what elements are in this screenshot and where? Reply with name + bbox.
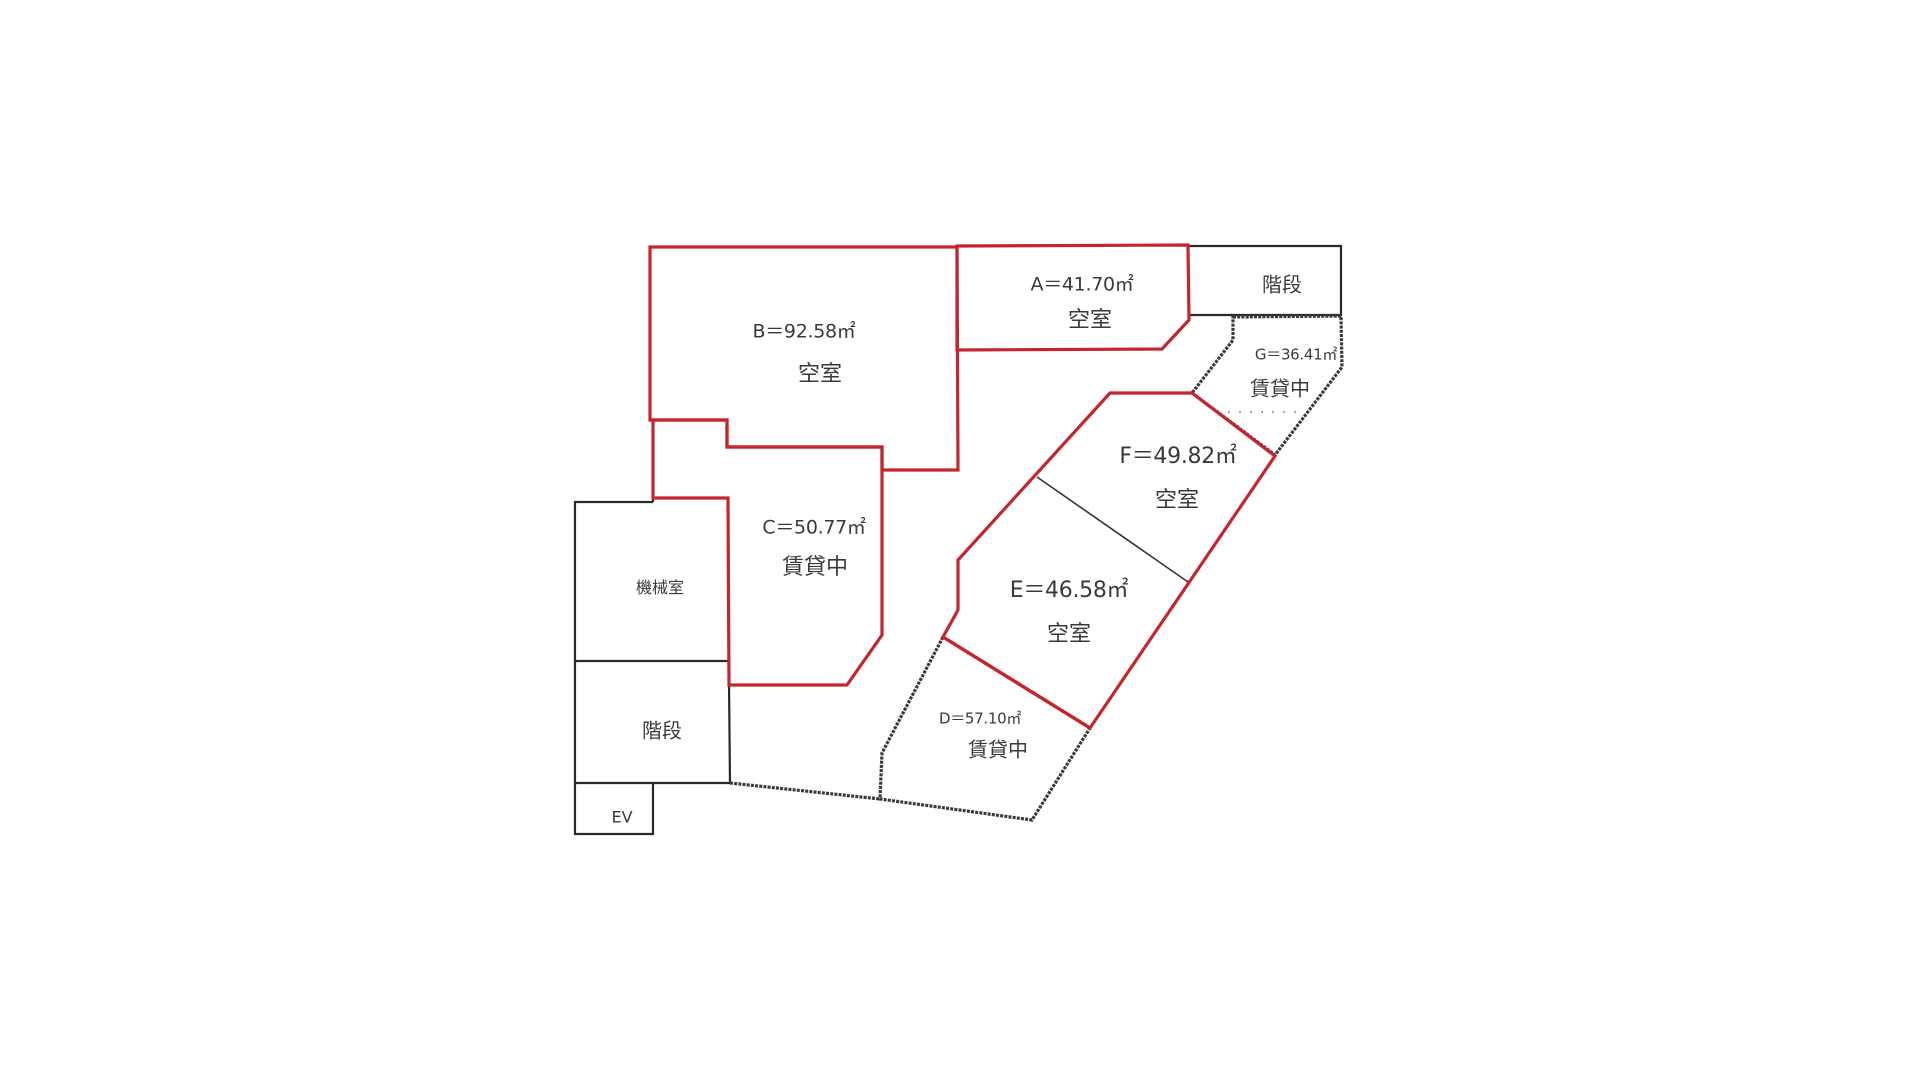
unit-b-area-label: B＝92.58㎡ bbox=[752, 320, 856, 343]
elevator-label: EV bbox=[611, 807, 633, 827]
unit-a-outline bbox=[955, 243, 1191, 352]
stairs-bottom-label: 階段 bbox=[642, 718, 682, 743]
unit-a-status-label: 空室 bbox=[1067, 308, 1113, 333]
unit-e-area-label: E＝46.58㎡ bbox=[1009, 578, 1129, 603]
unit-a-area-label: A＝41.70㎡ bbox=[1030, 273, 1134, 296]
unit-d-status-label: 賃貸中 bbox=[968, 737, 1028, 762]
unit-f-status-label: 空室 bbox=[1154, 488, 1200, 513]
unit-d-area-label: D＝57.10㎡ bbox=[938, 709, 1022, 728]
unit-b-status-label: 空室 bbox=[797, 362, 843, 387]
machine-room-label: 機械室 bbox=[635, 578, 685, 597]
unit-g-area-label: G＝36.41㎡ bbox=[1254, 345, 1338, 364]
unit-g-status-label: 賃貸中 bbox=[1250, 376, 1310, 401]
unit-e-f-divider bbox=[1036, 476, 1189, 583]
unit-f-area-label: F＝49.82㎡ bbox=[1119, 444, 1237, 469]
unit-c-status-label: 賃貸中 bbox=[781, 555, 849, 580]
unit-e-status-label: 空室 bbox=[1046, 622, 1092, 647]
unit-c-outline bbox=[651, 418, 884, 687]
unit-c-area-label: C＝50.77㎡ bbox=[762, 516, 866, 539]
unit-d-e-divider bbox=[942, 635, 1091, 730]
stairs-top-label: 階段 bbox=[1262, 272, 1302, 297]
